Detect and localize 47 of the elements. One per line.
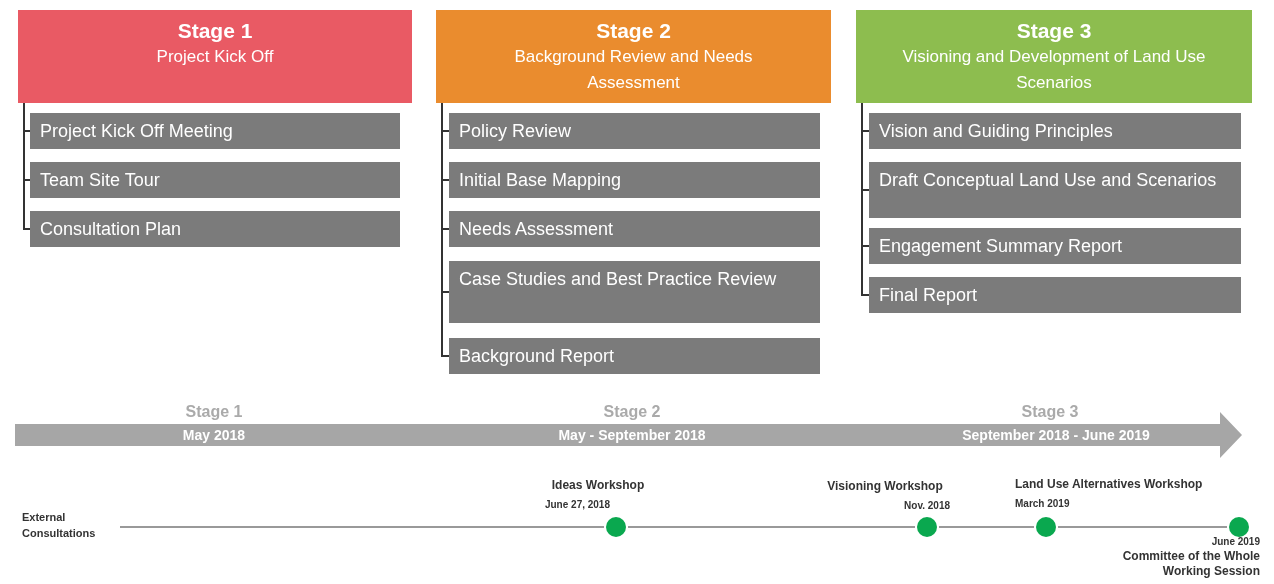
- stage-label: Stage 2: [603, 403, 661, 421]
- connector-line: [23, 102, 31, 230]
- stage-subtitle: Project Kick Off: [156, 46, 274, 68]
- task-box: Needs Assessment: [449, 211, 820, 247]
- task-box: Team Site Tour: [30, 162, 400, 198]
- task-box: Draft Conceptual Land Use and Scenarios: [869, 162, 1241, 218]
- stage-title: Stage 3: [1016, 18, 1092, 44]
- stage-header: [856, 10, 1252, 103]
- milestone-label: Nov. 2018: [904, 499, 950, 513]
- milestone-label: June 27, 2018: [544, 498, 610, 512]
- task-box: Final Report: [869, 277, 1241, 313]
- connector-line: [861, 102, 870, 296]
- milestone-label: Land Use Alternatives Workshop: [1015, 476, 1203, 492]
- connector-line: [119, 526, 605, 528]
- date-range-label: May - September 2018: [558, 427, 706, 443]
- connector-line: [1057, 526, 1228, 528]
- milestone-label: June 2019: [1211, 535, 1260, 549]
- milestone-dot: [917, 517, 937, 537]
- stage-title: Stage 2: [596, 18, 671, 44]
- task-box: Background Report: [449, 338, 820, 374]
- task-box: Vision and Guiding Principles: [869, 113, 1241, 149]
- milestone-dot: [606, 517, 626, 537]
- stage-header: [436, 10, 831, 103]
- task-box: Initial Base Mapping: [449, 162, 820, 198]
- task-box: Policy Review: [449, 113, 820, 149]
- connector-line: [938, 526, 1035, 528]
- stage-subtitle: Visioning and Development of Land Use Scenarios: [901, 46, 1207, 94]
- date-range-label: May 2018: [182, 427, 246, 443]
- stage-title: Stage 1: [177, 18, 253, 44]
- stage-subtitle: Background Review and Needs Assessment: [513, 46, 754, 94]
- task-box: Case Studies and Best Practice Review: [449, 261, 820, 323]
- stage-header: [18, 10, 412, 103]
- task-box: Consultation Plan: [30, 211, 400, 247]
- date-range-label: September 2018 - June 2019: [962, 427, 1150, 443]
- milestone-dot: [1036, 517, 1056, 537]
- stage-label: Stage 3: [1021, 403, 1079, 421]
- milestone-label: Visioning Workshop: [827, 478, 943, 494]
- row-label: External Consultations: [22, 509, 118, 543]
- milestone-dot: [1229, 517, 1249, 537]
- milestone-label: Ideas Workshop: [551, 477, 645, 493]
- milestone-label: Committee of the Whole Working Session: [1121, 549, 1260, 579]
- stage-label: Stage 1: [185, 403, 243, 421]
- task-box: Project Kick Off Meeting: [30, 113, 400, 149]
- connector-line: [627, 526, 916, 528]
- milestone-label: March 2019: [1015, 497, 1070, 511]
- connector-line: [441, 102, 450, 357]
- task-box: Engagement Summary Report: [869, 228, 1241, 264]
